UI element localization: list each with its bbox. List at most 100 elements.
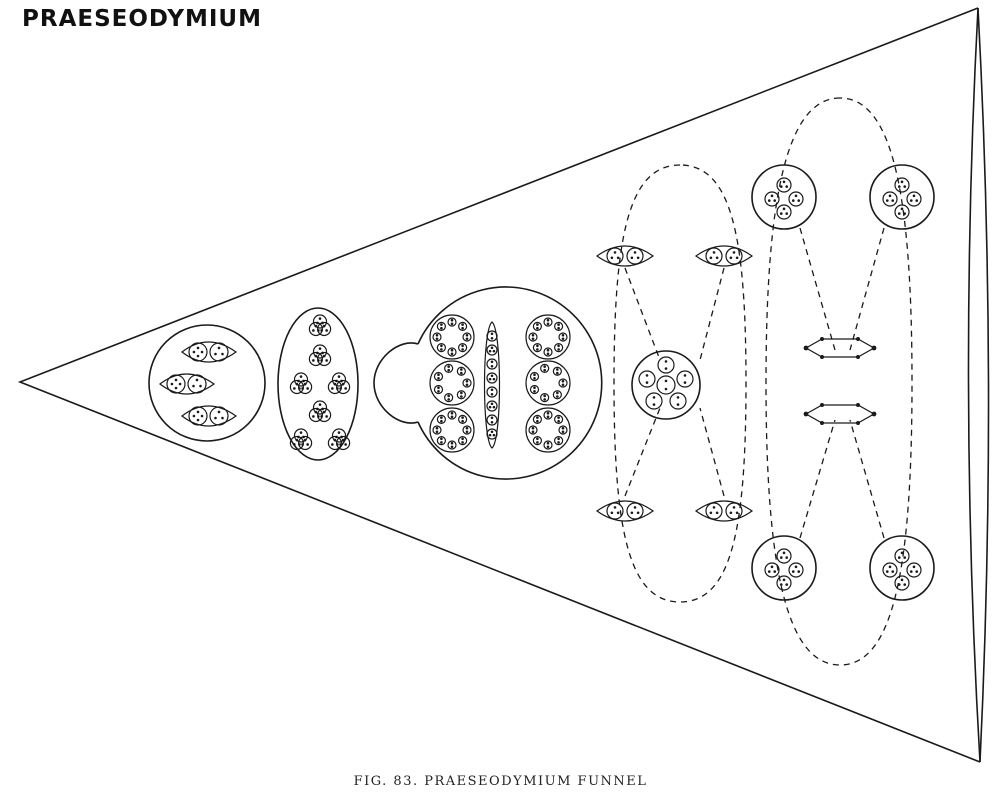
small-sphere [436, 343, 446, 353]
dot [337, 375, 341, 378]
small-sphere [433, 384, 444, 395]
dot [652, 403, 656, 406]
dot [461, 437, 464, 441]
dot [856, 355, 860, 359]
dot [732, 251, 736, 254]
small-sphere [554, 436, 564, 446]
dot [888, 194, 892, 198]
dot [664, 367, 668, 370]
small-sphere [882, 562, 898, 578]
dot [533, 386, 536, 390]
dot [782, 180, 786, 184]
dot [490, 360, 494, 364]
dot [461, 344, 464, 348]
dot [782, 551, 786, 555]
dot [490, 388, 494, 392]
dot [306, 387, 309, 390]
dot [630, 511, 634, 515]
dot [490, 364, 494, 368]
small-sphere [626, 247, 644, 265]
dot [856, 421, 860, 425]
dot [490, 374, 494, 378]
dot [897, 212, 901, 215]
dot [782, 578, 786, 582]
dot [492, 377, 496, 381]
dot [543, 394, 546, 398]
dot [546, 411, 550, 415]
dot [900, 578, 904, 582]
dot [636, 256, 640, 260]
dot [803, 411, 809, 417]
dot [557, 437, 560, 441]
dot [767, 570, 771, 573]
small-sphere [458, 414, 468, 424]
dot [536, 344, 539, 348]
small-sphere [293, 372, 309, 387]
ring-sphere [525, 407, 571, 453]
ring-sphere [429, 407, 475, 453]
small-sphere [293, 428, 309, 443]
small-sphere [776, 177, 792, 193]
small-sphere [906, 191, 922, 207]
dot [333, 438, 337, 442]
dot [196, 354, 200, 358]
dot [645, 381, 649, 384]
dot [785, 556, 789, 559]
dot [447, 368, 450, 372]
small-sphere [705, 502, 723, 520]
dot [214, 416, 217, 420]
dot [533, 373, 536, 376]
small-sphere [486, 372, 498, 384]
dot [196, 418, 200, 422]
small-sphere [289, 435, 304, 451]
dot [488, 405, 492, 409]
dot [803, 345, 809, 351]
dot [903, 556, 907, 559]
dot [557, 419, 560, 423]
small-sphere [298, 379, 313, 395]
small-sphere [327, 379, 342, 395]
small-sphere [187, 374, 207, 394]
dot [613, 251, 617, 254]
small-sphere [705, 247, 723, 265]
small-sphere [552, 366, 562, 376]
small-sphere [776, 204, 792, 220]
small-sphere [432, 425, 442, 435]
dot [903, 185, 907, 188]
dot [465, 426, 469, 430]
dot [773, 199, 777, 202]
dot [782, 207, 786, 211]
dot [735, 256, 739, 260]
dot [903, 583, 907, 586]
dot [915, 570, 919, 573]
dot [912, 194, 916, 198]
small-sphere [462, 378, 472, 388]
dot [437, 376, 440, 380]
ring-sphere [525, 360, 571, 406]
small-sphere [540, 393, 550, 403]
dot [306, 443, 309, 446]
dot [174, 378, 178, 382]
dot [633, 506, 637, 509]
dot [610, 256, 614, 260]
dot [490, 402, 494, 406]
dot [490, 430, 494, 434]
dot [440, 326, 443, 330]
small-sphere [444, 363, 454, 373]
small-sphere [669, 392, 687, 410]
dot [440, 416, 443, 419]
dot [293, 443, 296, 446]
dot [664, 360, 668, 363]
dot [341, 382, 345, 386]
dot [461, 419, 464, 423]
dot [856, 403, 860, 407]
small-sphere [638, 370, 656, 388]
dot [797, 199, 801, 202]
ring-sphere [429, 360, 475, 406]
dot [543, 365, 546, 368]
dot [556, 368, 559, 371]
dot [200, 350, 204, 354]
dot [531, 426, 535, 430]
small-sphere [336, 435, 351, 451]
dot [871, 411, 877, 417]
